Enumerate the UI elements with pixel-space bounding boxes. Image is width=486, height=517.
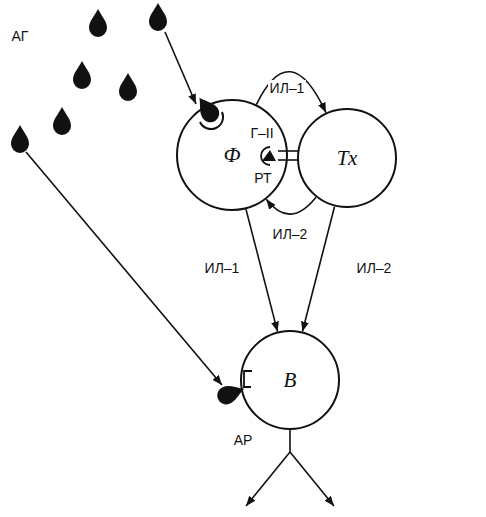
presentation-contact	[261, 147, 298, 165]
interleukin-label: ИЛ–2	[271, 226, 310, 242]
node-text-box: В	[284, 368, 297, 393]
antigen-arrow	[26, 152, 222, 385]
node-text-box: Ф	[224, 143, 241, 168]
antigen-drops	[11, 3, 167, 153]
receptor-label: Г–II	[248, 125, 275, 141]
cell-letter: Ф	[224, 143, 241, 168]
bound-antigen	[192, 93, 223, 130]
interleukin-label: ИЛ–2	[355, 260, 394, 276]
b-cell: В	[240, 330, 340, 430]
interleukin-label: ИЛ–1	[268, 80, 307, 96]
receptor-label: РТ	[252, 170, 273, 186]
antigen-receptor	[215, 371, 252, 407]
t-helper-cell: Тх	[297, 108, 397, 208]
interleukin-arrow	[266, 197, 316, 214]
b-cell-output	[246, 430, 334, 506]
interleukin-label: ИЛ–1	[203, 260, 242, 276]
interleukin-arrow	[256, 72, 326, 113]
cell-letter: Тх	[337, 146, 358, 171]
cell-letter: В	[284, 368, 297, 393]
macrophage-cell: Ф	[176, 99, 288, 211]
antigen-arrow	[165, 32, 196, 104]
node-text-box: Тх	[337, 146, 358, 171]
antigen-label: АГ	[10, 28, 31, 44]
antigen-receptor-label: АР	[232, 432, 255, 448]
